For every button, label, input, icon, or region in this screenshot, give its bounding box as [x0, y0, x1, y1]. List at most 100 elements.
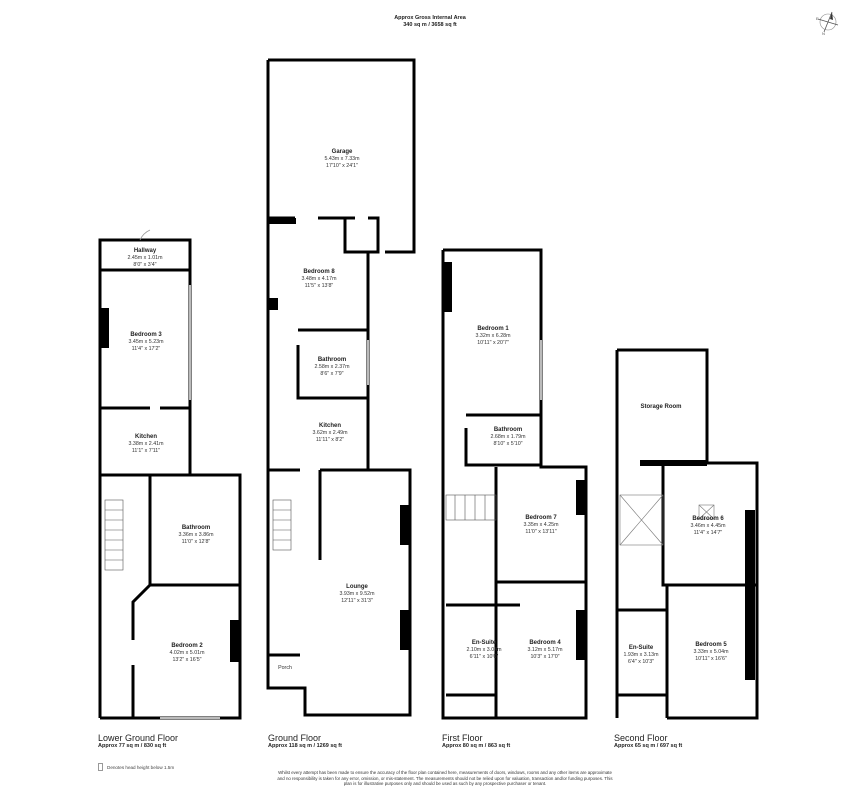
svg-text:6'4" x 10'3": 6'4" x 10'3" [628, 659, 654, 665]
room-label-storage-room: Storage Room [640, 404, 681, 410]
head-height-swatch [98, 763, 103, 771]
svg-text:Bedroom 1: Bedroom 1 [477, 326, 509, 332]
svg-text:Lounge: Lounge [346, 584, 368, 590]
floor-caption-lower-ground: Lower Ground Floor Approx 77 sq m / 830 … [98, 733, 178, 749]
svg-text:3.62m x 2.49m: 3.62m x 2.49m [312, 430, 348, 436]
svg-text:2.58m x 2.37m: 2.58m x 2.37m [314, 364, 350, 370]
floor-area: Approx 65 sq m / 697 sq ft [614, 743, 683, 749]
header-title: Approx Gross Internal Area [394, 15, 466, 21]
ground-floor-plan [266, 58, 416, 717]
first-floor-plan [441, 248, 588, 720]
svg-text:2.10m x 3.04m: 2.10m x 3.04m [466, 647, 502, 653]
floor-caption-second: Second Floor Approx 65 sq m / 697 sq ft [614, 733, 682, 749]
svg-text:3.35m x 4.25m: 3.35m x 4.25m [523, 522, 559, 528]
floor-area: Approx 80 sq m / 863 sq ft [442, 743, 511, 749]
svg-text:Hallway: Hallway [134, 248, 157, 254]
svg-text:11'5" x 13'8": 11'5" x 13'8" [305, 283, 334, 289]
svg-text:8'10" x 5'10": 8'10" x 5'10" [493, 441, 522, 447]
svg-text:Bedroom 6: Bedroom 6 [692, 516, 724, 522]
svg-text:1.93m x 3.13m: 1.93m x 3.13m [623, 652, 659, 658]
svg-text:3.45m x 5.23m: 3.45m x 5.23m [128, 339, 164, 345]
gross-area-header: Approx Gross Internal Area 340 sq m / 36… [330, 15, 530, 29]
svg-text:11'4" x 17'2": 11'4" x 17'2" [132, 346, 161, 352]
floor-area: Approx 77 sq m / 830 sq ft [98, 743, 167, 749]
compass-rose-icon: E N [816, 11, 839, 36]
svg-text:Bedroom 5: Bedroom 5 [695, 642, 727, 648]
svg-text:17'10" x 24'1": 17'10" x 24'1" [326, 163, 358, 169]
svg-text:Bedroom 8: Bedroom 8 [303, 269, 335, 275]
svg-text:3.12m x 5.17m: 3.12m x 5.17m [527, 647, 563, 653]
svg-text:3.48m x 4.17m: 3.48m x 4.17m [301, 276, 337, 282]
svg-text:En-Suite: En-Suite [472, 640, 497, 646]
lower-ground-floor-plan [98, 229, 242, 720]
svg-text:En-Suite: En-Suite [629, 645, 654, 651]
second-floor-plan [615, 348, 759, 720]
svg-text:Bathroom: Bathroom [318, 357, 346, 363]
svg-text:10'3" x 17'0": 10'3" x 17'0" [530, 654, 559, 660]
svg-text:8'6" x 7'9": 8'6" x 7'9" [320, 371, 343, 377]
svg-text:Bedroom 4: Bedroom 4 [529, 640, 561, 646]
svg-text:Bedroom 2: Bedroom 2 [171, 643, 203, 649]
svg-text:10'11" x 20'7": 10'11" x 20'7" [477, 340, 509, 346]
svg-text:3.36m x 3.86m: 3.36m x 3.86m [178, 532, 214, 538]
svg-text:Bedroom 3: Bedroom 3 [130, 332, 162, 338]
svg-text:5.43m x 7.33m: 5.43m x 7.33m [324, 156, 360, 162]
svg-text:E: E [816, 16, 819, 21]
svg-text:3.32m x 6.28m: 3.32m x 6.28m [475, 333, 511, 339]
svg-text:11'11" x 8'2": 11'11" x 8'2" [316, 437, 344, 443]
svg-text:11'0" x 13'11": 11'0" x 13'11" [525, 529, 556, 535]
head-height-key: Denotes head height below 1.5m [98, 763, 174, 771]
svg-text:3.46m x 4.45m: 3.46m x 4.45m [690, 523, 726, 529]
floor-caption-first: First Floor Approx 80 sq m / 863 sq ft [442, 733, 510, 749]
svg-text:Garage: Garage [332, 149, 353, 155]
svg-text:Storage Room: Storage Room [640, 404, 681, 410]
floor-area: Approx 118 sq m / 1269 sq ft [268, 743, 342, 749]
svg-text:2.68m x 1.79m: 2.68m x 1.79m [490, 434, 526, 440]
disclaimer: Whilst every attempt has been made to en… [277, 770, 613, 786]
svg-text:10'11" x 16'6": 10'11" x 16'6" [695, 656, 727, 662]
svg-text:3.93m x 9.52m: 3.93m x 9.52m [339, 591, 375, 597]
svg-text:13'2" x 16'5": 13'2" x 16'5" [172, 657, 201, 663]
svg-text:Bathroom: Bathroom [494, 427, 522, 433]
floor-name: Ground Floor [268, 733, 322, 743]
svg-text:11'4" x 14'7": 11'4" x 14'7" [694, 530, 723, 536]
svg-text:Kitchen: Kitchen [319, 423, 341, 429]
svg-text:6'11" x 10'0": 6'11" x 10'0" [470, 654, 499, 660]
svg-text:3.33m x 5.04m: 3.33m x 5.04m [693, 649, 729, 655]
svg-text:N: N [822, 31, 825, 36]
svg-text:4.02m x 5.01m: 4.02m x 5.01m [169, 650, 205, 656]
svg-text:2.45m x 1.01m: 2.45m x 1.01m [127, 255, 163, 261]
svg-text:Bathroom: Bathroom [182, 525, 210, 531]
header-area: 340 sq m / 3658 sq ft [403, 22, 457, 28]
floor-name: Lower Ground Floor [98, 733, 179, 743]
svg-text:12'11" x 31'3": 12'11" x 31'3" [341, 598, 373, 604]
svg-text:11'0" x 12'8": 11'0" x 12'8" [182, 539, 211, 545]
key-label: Denotes head height below 1.5m [107, 764, 175, 770]
svg-text:Kitchen: Kitchen [135, 434, 157, 440]
svg-text:Porch: Porch [278, 665, 292, 671]
svg-text:3.38m x 2.41m: 3.38m x 2.41m [128, 441, 164, 447]
floor-name: Second Floor [614, 733, 668, 743]
svg-text:8'0" x 3'4": 8'0" x 3'4" [133, 262, 156, 268]
floor-name: First Floor [442, 733, 483, 743]
floor-caption-ground: Ground Floor Approx 118 sq m / 1269 sq f… [268, 733, 342, 749]
svg-text:Bedroom 7: Bedroom 7 [525, 515, 557, 521]
